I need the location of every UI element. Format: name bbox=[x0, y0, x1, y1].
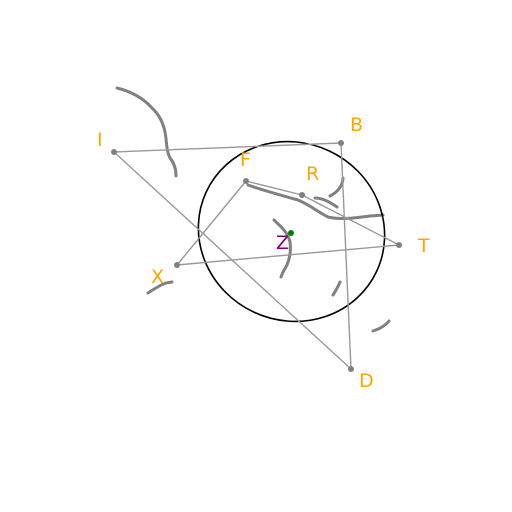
freehand-stroke bbox=[246, 183, 385, 221]
freehand-stroke bbox=[146, 280, 174, 295]
label-B: B bbox=[350, 114, 363, 136]
label-T: T bbox=[417, 235, 430, 257]
segment-XT bbox=[176, 244, 400, 266]
segment-FR bbox=[245, 180, 303, 196]
point-I bbox=[111, 149, 117, 155]
segment-RT bbox=[301, 194, 400, 246]
point-R bbox=[299, 192, 305, 198]
segment-BD bbox=[340, 142, 352, 370]
freehand-stroke bbox=[115, 86, 178, 178]
point-B bbox=[338, 140, 344, 146]
point-Z bbox=[288, 230, 294, 236]
label-Z: Z bbox=[276, 232, 289, 254]
point-X bbox=[174, 262, 180, 268]
label-D: D bbox=[359, 370, 374, 392]
freehand-stroke bbox=[328, 176, 345, 198]
points bbox=[111, 140, 402, 372]
label-R: R bbox=[306, 163, 319, 185]
freehand-stroke bbox=[331, 280, 342, 297]
label-F: F bbox=[240, 149, 251, 171]
freehand-stroke bbox=[371, 319, 391, 333]
freehand-strokes bbox=[115, 86, 391, 333]
segment-FX bbox=[176, 180, 247, 266]
segments bbox=[113, 142, 400, 370]
point-labels: I B F R T X D bbox=[97, 114, 430, 392]
point-F bbox=[243, 178, 249, 184]
point-T bbox=[396, 242, 402, 248]
ellipse bbox=[197, 140, 386, 323]
freehand-stroke bbox=[313, 196, 339, 209]
label-X: X bbox=[151, 266, 164, 288]
label-I: I bbox=[97, 129, 103, 151]
freehand-stroke bbox=[272, 218, 292, 279]
segment-IB bbox=[113, 142, 342, 153]
point-D bbox=[348, 366, 354, 372]
